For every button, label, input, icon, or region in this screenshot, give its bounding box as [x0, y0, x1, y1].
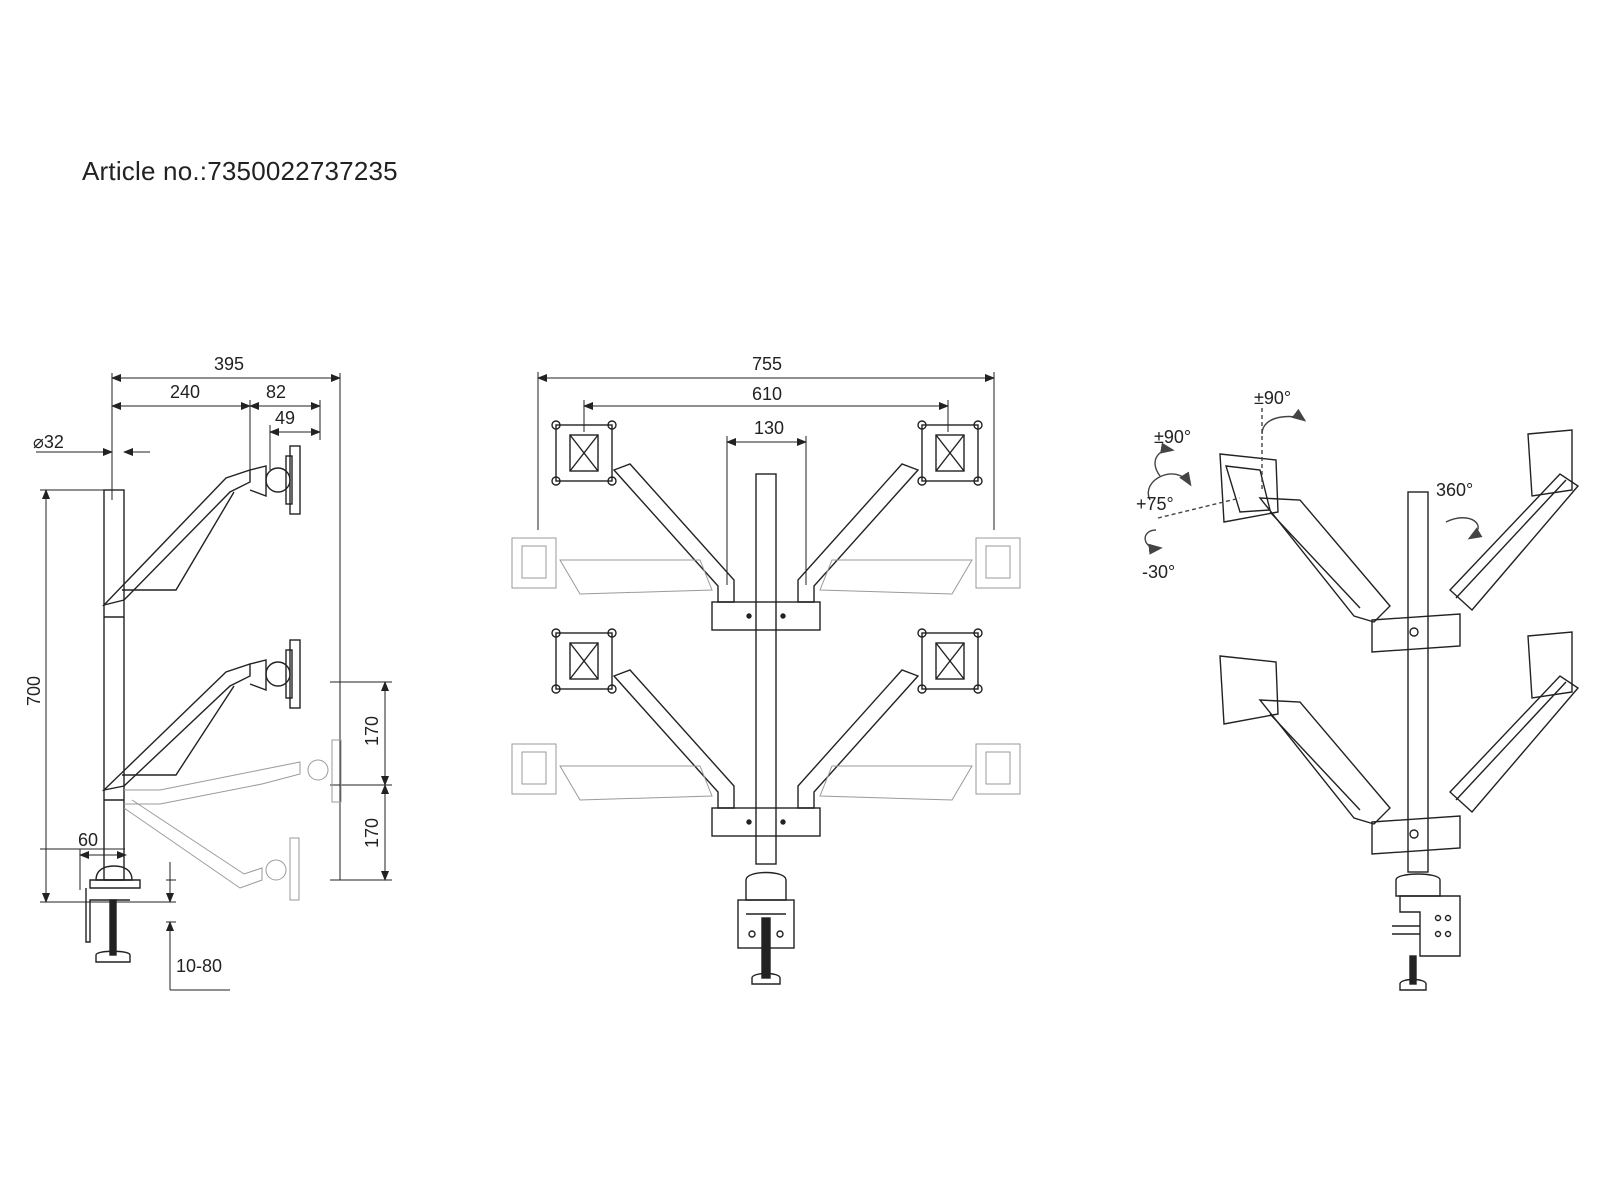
perspective-view: [1144, 408, 1580, 991]
front-vesa-plates: [551, 420, 983, 694]
side-clamp: [85, 865, 141, 963]
dim-total-width: 755: [752, 354, 782, 374]
label-tilt-down: -30°: [1142, 562, 1175, 582]
label-tilt-up: +75°: [1136, 494, 1174, 514]
side-view: [36, 373, 392, 991]
side-view-labels: 395 240 82 49 ⌀32 700 170 170 60 10-80: [24, 354, 382, 976]
dim-vesa-span: 610: [752, 384, 782, 404]
front-ghost-arms: [511, 537, 1021, 801]
front-lower-crossbar: [711, 807, 821, 837]
front-clamp: [737, 871, 795, 985]
front-lower-arms: [612, 669, 920, 809]
dim-pole-diameter: ⌀32: [33, 432, 64, 452]
side-dimension-lines: [36, 373, 392, 991]
side-upper-arm: [101, 445, 301, 607]
dim-overall-depth: 395: [214, 354, 244, 374]
dim-base-offset: 60: [78, 830, 98, 850]
front-view: [511, 372, 1021, 985]
perspective-lower-left-arm: [1219, 655, 1391, 825]
perspective-clamp: [1392, 873, 1461, 991]
perspective-lower-crossbar: [1371, 815, 1461, 855]
dim-height: 700: [24, 676, 44, 706]
side-lower-arm: [101, 639, 301, 792]
perspective-view-labels: ±90° ±90° +75° -30° 360°: [1136, 388, 1473, 582]
dim-head-82: 82: [266, 382, 286, 402]
front-dimension-lines: [537, 372, 995, 585]
dim-upper-travel: 170: [362, 716, 382, 746]
dim-head-49: 49: [275, 408, 295, 428]
dim-crossbar-width: 130: [754, 418, 784, 438]
label-swivel-left: ±90°: [1154, 427, 1191, 447]
front-view-labels: 755 610 130: [752, 354, 784, 438]
side-ghost-arms: [123, 739, 342, 901]
perspective-pole: [1407, 491, 1429, 873]
dim-clamp-range: 10-80: [176, 956, 222, 976]
dim-arm-reach: 240: [170, 382, 200, 402]
side-pole: [103, 489, 125, 881]
label-tilt-top: ±90°: [1254, 388, 1291, 408]
perspective-lower-right-arm: [1449, 631, 1580, 814]
perspective-upper-right-arm: [1449, 429, 1580, 612]
perspective-rotation-arrows: [1144, 408, 1483, 555]
article-number-title: Article no.:7350022737235: [82, 156, 398, 186]
dim-lower-travel: 170: [362, 818, 382, 848]
front-pole: [755, 473, 777, 865]
front-upper-crossbar: [711, 601, 821, 631]
label-rotation: 360°: [1436, 480, 1473, 500]
perspective-upper-left-arm: [1219, 453, 1391, 623]
front-upper-arms: [612, 463, 920, 603]
perspective-upper-crossbar: [1371, 613, 1461, 653]
